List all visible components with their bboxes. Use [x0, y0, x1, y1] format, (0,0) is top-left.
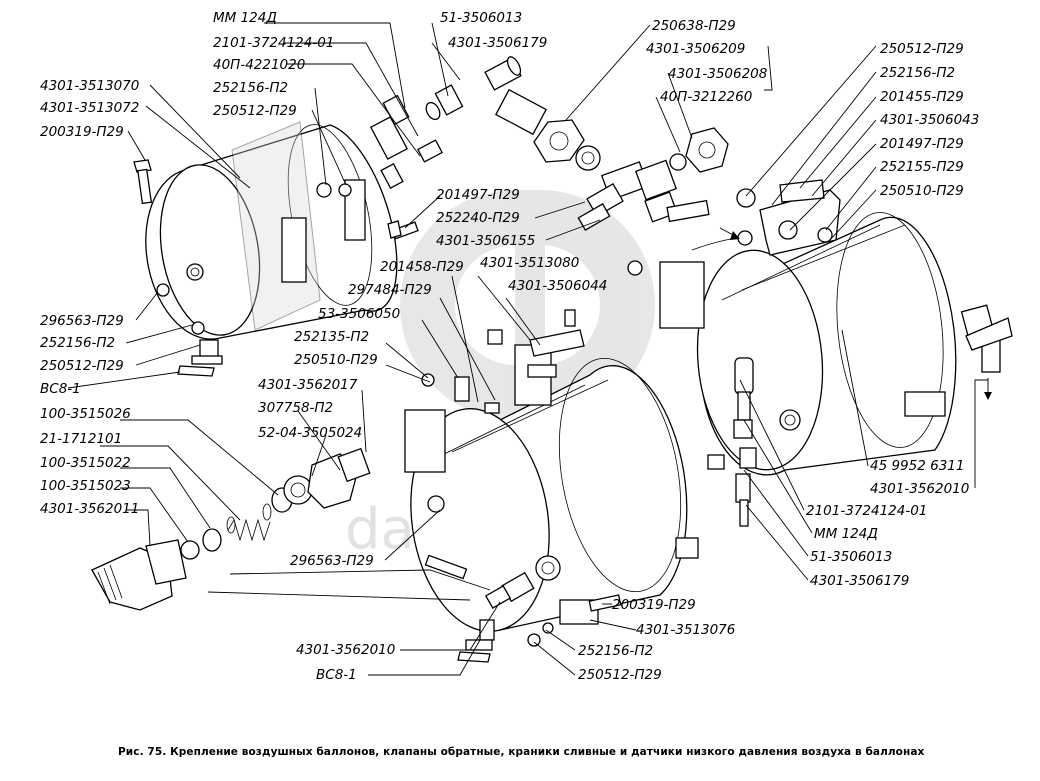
label-4301-3562010-r: 4301-3562010	[870, 481, 969, 497]
label-252156-b: 252156-П2	[40, 335, 115, 351]
label-21-1712101: 21-1712101	[40, 431, 122, 447]
label-4301-3506043: 4301-3506043	[880, 112, 979, 128]
label-100-3515022: 100-3515022	[40, 455, 131, 471]
label-mm124d-r: ММ 124Д	[814, 526, 878, 542]
nut-left-a	[191, 321, 205, 335]
label-200319-m: 200319-П29	[612, 597, 696, 613]
washer-left-a	[156, 283, 170, 297]
left-air-tank	[145, 121, 398, 340]
label-252156-r: 252156-П2	[880, 65, 955, 81]
label-250512-r1: 250512-П29	[880, 41, 964, 57]
bracket-right-top	[736, 179, 841, 256]
hose-fitting-middle	[424, 554, 535, 609]
label-250512-b: 250512-П29	[40, 358, 124, 374]
seat-100-3515026	[271, 475, 313, 513]
label-40p-4221020: 40П-4221020	[213, 57, 305, 73]
valve-100-3515022	[202, 528, 222, 552]
bolt-right-a	[627, 260, 643, 276]
spring-21-1712101	[226, 503, 272, 542]
label-4301-3506208: 4301-3506208	[668, 66, 767, 82]
washer-250512-a	[338, 183, 352, 197]
label-bc8-a: ВС8-1	[40, 381, 81, 397]
label-2101-3724124-top: 2101-3724124-01	[213, 35, 334, 51]
label-307758: 307758-П2	[258, 400, 333, 416]
label-4301-3562010-m: 4301-3562010	[296, 642, 395, 658]
washer-100-3515023	[180, 540, 200, 560]
fitting-52-04-3505024	[307, 447, 371, 509]
label-4301-3506179-r: 4301-3506179	[810, 573, 909, 589]
label-201497-a: 201497-П29	[436, 187, 520, 203]
terminal-right	[737, 230, 753, 246]
label-100-3515026: 100-3515026	[40, 406, 131, 422]
label-4301-3513076: 4301-3513076	[636, 622, 735, 638]
label-200319-a: 200319-П29	[40, 124, 124, 140]
label-297484: 297484-П29	[348, 282, 432, 298]
label-250510-m: 250510-П29	[294, 352, 378, 368]
fitting-4301-3562011	[91, 539, 187, 611]
label-45-9952-6311: 45 9952 6311	[870, 458, 964, 474]
label-250512-a: 250512-П29	[213, 103, 297, 119]
label-296563-a: 296563-П29	[40, 313, 124, 329]
label-201455: 201455-П29	[880, 89, 964, 105]
label-52-04-3505024: 52-04-3505024	[258, 425, 362, 441]
label-40p-3212260: 40П-3212260	[660, 89, 752, 105]
label-53-3506050: 53-3506050	[318, 306, 400, 322]
label-4301-3562017: 4301-3562017	[258, 377, 358, 393]
label-4301-3506209: 4301-3506209	[646, 41, 745, 57]
label-252156-m: 252156-П2	[578, 643, 653, 659]
label-201497-r: 201497-П29	[880, 136, 964, 152]
label-51-3506013-top: 51-3506013	[440, 10, 522, 26]
label-bc8-m: ВС8-1	[316, 667, 357, 683]
bolt-201497-a	[387, 220, 419, 240]
bolt-200319-left	[133, 159, 153, 205]
nut-40p-3212260	[669, 127, 729, 173]
tee-4301-3506179-top	[484, 56, 522, 91]
label-252135: 252135-П2	[294, 329, 369, 345]
arrow-check-valve	[719, 227, 740, 240]
label-252155: 252155-П29	[880, 159, 964, 175]
part-labels: ММ 124Д 51-3506013 2101-3724124-01 4301-…	[40, 10, 979, 683]
sensor-right	[733, 357, 757, 527]
label-296563-m: 296563-П29	[290, 553, 374, 569]
label-201458: 201458-П29	[380, 259, 464, 275]
label-4301-3562011: 4301-3562011	[40, 501, 139, 517]
arrow-right-tank	[984, 378, 992, 400]
pressure-sensor-top	[369, 94, 410, 189]
right-air-tank	[659, 212, 1013, 476]
label-mm124d-top: ММ 124Д	[213, 10, 277, 26]
label-4301-3506044: 4301-3506044	[508, 278, 607, 294]
label-250638: 250638-П29	[652, 18, 736, 34]
nut-252156-a	[316, 182, 332, 198]
check-valve-assembly	[495, 88, 710, 231]
leader-lines	[67, 22, 988, 676]
middle-bolts	[421, 309, 622, 647]
label-4301-3513072: 4301-3513072	[40, 100, 139, 116]
label-250510-r: 250510-П29	[880, 183, 964, 199]
label-51-3506013-r: 51-3506013	[810, 549, 892, 565]
label-252240: 252240-П29	[436, 210, 520, 226]
fitting-51-top	[417, 84, 464, 163]
drain-valve-middle	[457, 619, 495, 663]
label-4301-3513080: 4301-3513080	[480, 255, 579, 271]
label-250512-m: 250512-П29	[578, 667, 662, 683]
label-252156-a: 252156-П2	[213, 80, 288, 96]
label-2101-3724124-r: 2101-3724124-01	[806, 503, 927, 519]
figure-caption: Рис. 75. Крепление воздушных баллонов, к…	[118, 746, 925, 758]
label-4301-3513070: 4301-3513070	[40, 78, 139, 94]
label-4301-3506155: 4301-3506155	[436, 233, 535, 249]
label-4301-3506179-top: 4301-3506179	[448, 35, 547, 51]
label-100-3515023: 100-3515023	[40, 478, 131, 494]
drain-valve-left	[177, 339, 223, 377]
